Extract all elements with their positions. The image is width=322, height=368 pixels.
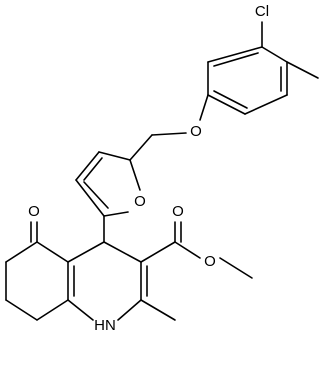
amine-n: N <box>105 317 116 334</box>
bond-ch2-furan <box>129 134 153 161</box>
ester-alkoxy-oxygen-label: O <box>204 253 216 270</box>
bond-ester-o <box>174 241 201 259</box>
bond-c3-ester <box>140 241 176 263</box>
amine-nitrogen-label: HN <box>94 317 116 334</box>
furan-oxygen-label: O <box>134 193 146 210</box>
ether-oxygen-label: O <box>190 123 202 140</box>
amine-h: H <box>94 317 105 334</box>
cyclohexanone-ring <box>5 241 69 321</box>
ketone-oxygen-label: O <box>28 203 40 220</box>
ester-carbonyl-oxygen-label: O <box>172 203 184 220</box>
bond-ring-methyl <box>140 299 176 321</box>
bond-ether-ch2 <box>151 132 187 136</box>
bond-ester-methyl <box>219 257 253 279</box>
aryl-ring <box>207 46 288 115</box>
furan-ring <box>75 151 141 217</box>
bond-aryl-methyl <box>286 61 319 79</box>
dihydropyridine-ring <box>67 241 148 321</box>
bond-aryl-ether <box>199 94 209 121</box>
chlorine-label: Cl <box>255 3 269 20</box>
